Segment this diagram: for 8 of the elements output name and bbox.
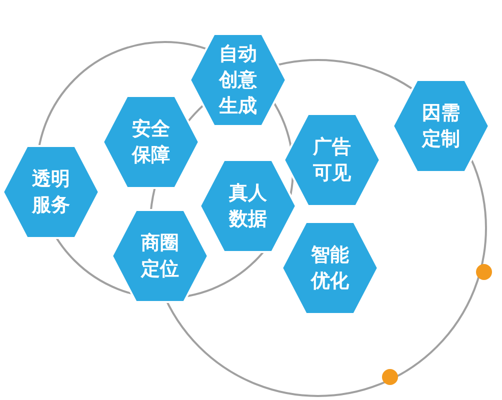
hexagon-label: 商圈定位 bbox=[111, 209, 209, 303]
hexagon-label: 真人数据 bbox=[199, 159, 297, 253]
hexagon-label: 广告可见 bbox=[283, 113, 381, 207]
hexagon-label: 安全保障 bbox=[102, 95, 200, 189]
hexagon-label: 透明服务 bbox=[2, 145, 100, 239]
hexagon-label: 因需定制 bbox=[392, 79, 490, 173]
hexagon-label: 自动创意生成 bbox=[189, 33, 287, 127]
hexagon-label: 智能优化 bbox=[281, 221, 379, 315]
